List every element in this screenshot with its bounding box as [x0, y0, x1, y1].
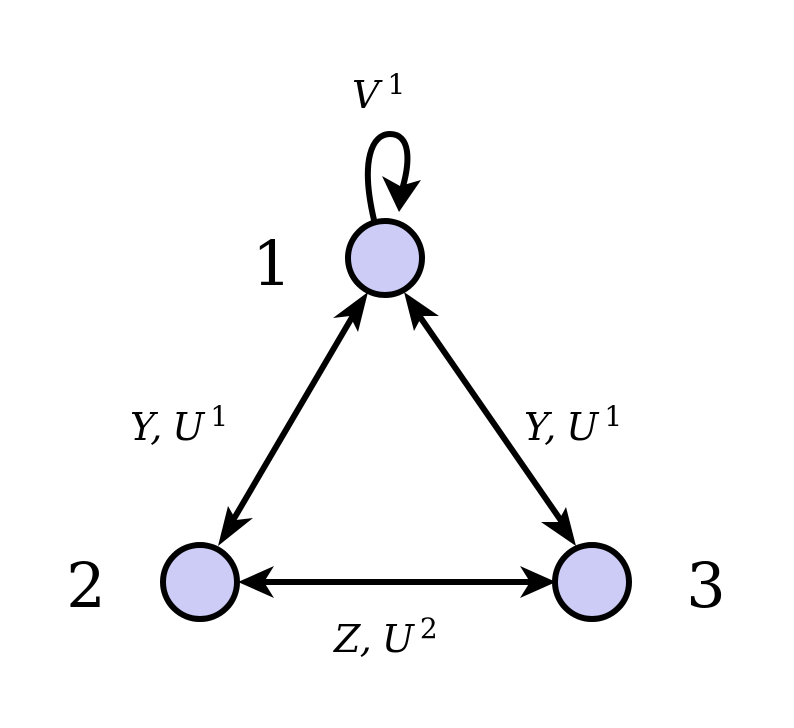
node-1-label: 1	[252, 227, 291, 300]
node-1	[345, 218, 425, 298]
edge-2-3	[238, 566, 556, 598]
node-2-label: 2	[66, 549, 105, 622]
edge-1-3	[404, 292, 576, 546]
arrowhead-to-node-3	[541, 507, 576, 546]
node-3	[552, 542, 632, 622]
arrowhead-to-node-1	[404, 292, 439, 331]
node-2	[160, 542, 240, 622]
node-3-label: 3	[686, 549, 725, 622]
arrowhead-to-node-2	[218, 506, 253, 546]
arrowhead-to-node-1	[333, 292, 368, 332]
arrowhead-to-node-3	[520, 566, 556, 598]
arrowhead-to-node-2	[238, 566, 274, 598]
self-loop-1	[364, 130, 421, 223]
edge-1-2	[218, 292, 368, 546]
arrowhead-loop	[382, 176, 421, 212]
